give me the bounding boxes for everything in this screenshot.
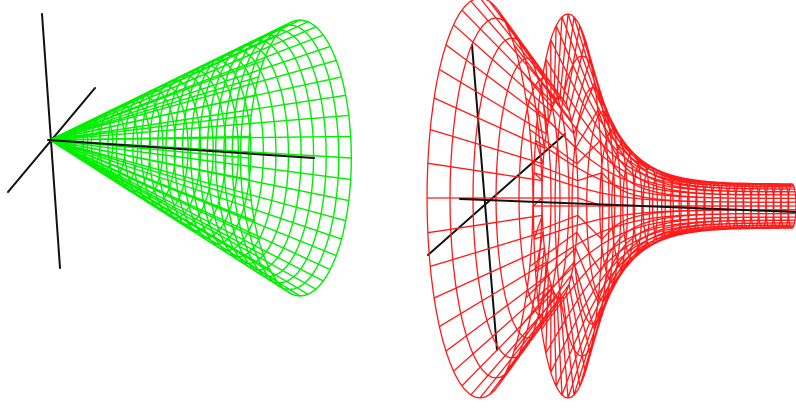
pseudosphere-meridian-line bbox=[531, 162, 796, 203]
pseudosphere-meridian-line bbox=[505, 24, 795, 188]
cone-wireframe-mesh bbox=[49, 19, 352, 297]
pseudosphere-x-axis-line bbox=[459, 198, 796, 213]
pseudosphere-meridian-line bbox=[461, 226, 791, 388]
cone-generator-line bbox=[49, 139, 278, 282]
cone-generator-line bbox=[49, 139, 346, 222]
cone-generator-line bbox=[49, 76, 259, 141]
cone-generator-line bbox=[49, 139, 317, 290]
pseudosphere-meridian-line bbox=[525, 97, 796, 196]
cone-x-axis-line bbox=[47, 139, 315, 159]
cone-generator-line bbox=[49, 135, 351, 141]
cone-generator-line bbox=[49, 114, 349, 141]
cone-generator-line bbox=[49, 139, 259, 240]
cone-generator-line bbox=[49, 76, 342, 141]
cone-generator-line bbox=[49, 26, 317, 141]
cone-generator-line bbox=[49, 139, 255, 222]
pseudosphere-meridian-line bbox=[520, 68, 795, 193]
cone-generator-line bbox=[49, 45, 331, 141]
pseudosphere-meridian-line bbox=[529, 129, 796, 200]
cone-generator-line bbox=[49, 139, 265, 257]
pseudosphere-meridian-line bbox=[488, 0, 793, 185]
pseudosphere-meridian-line bbox=[497, 9, 794, 186]
cone-generator-line bbox=[49, 139, 342, 240]
pseudosphere-meridian-line bbox=[453, 224, 791, 373]
cone-generator-line bbox=[49, 139, 250, 181]
cone-generator-line bbox=[49, 34, 324, 141]
cone-axes-front bbox=[47, 139, 315, 159]
pseudosphere-meridian-line bbox=[430, 212, 789, 273]
pseudosphere-wireframe-mesh bbox=[426, 0, 796, 399]
cone-generator-line bbox=[49, 114, 252, 141]
cone-generator-line bbox=[49, 19, 301, 141]
cone-figure bbox=[7, 13, 352, 297]
cone-generator-line bbox=[49, 139, 324, 282]
pseudosphere-meridian-line bbox=[513, 44, 795, 190]
pseudosphere-meridian-line bbox=[439, 219, 789, 331]
pseudosphere-meridian-line bbox=[470, 227, 792, 396]
cone-generator-line bbox=[49, 21, 309, 141]
pseudosphere-meridian-line bbox=[497, 226, 794, 388]
pseudosphere-meridian-line bbox=[445, 222, 790, 354]
cone-generator-line bbox=[49, 139, 351, 181]
cone-generator-line bbox=[49, 139, 252, 202]
pseudosphere-meridian-line bbox=[433, 216, 789, 303]
pseudosphere-axes-front bbox=[459, 198, 796, 213]
cone-generator-line bbox=[49, 59, 337, 141]
cone-generator-line bbox=[49, 94, 346, 141]
pseudosphere-figure bbox=[426, 0, 796, 399]
cone-generator-line bbox=[49, 139, 271, 271]
